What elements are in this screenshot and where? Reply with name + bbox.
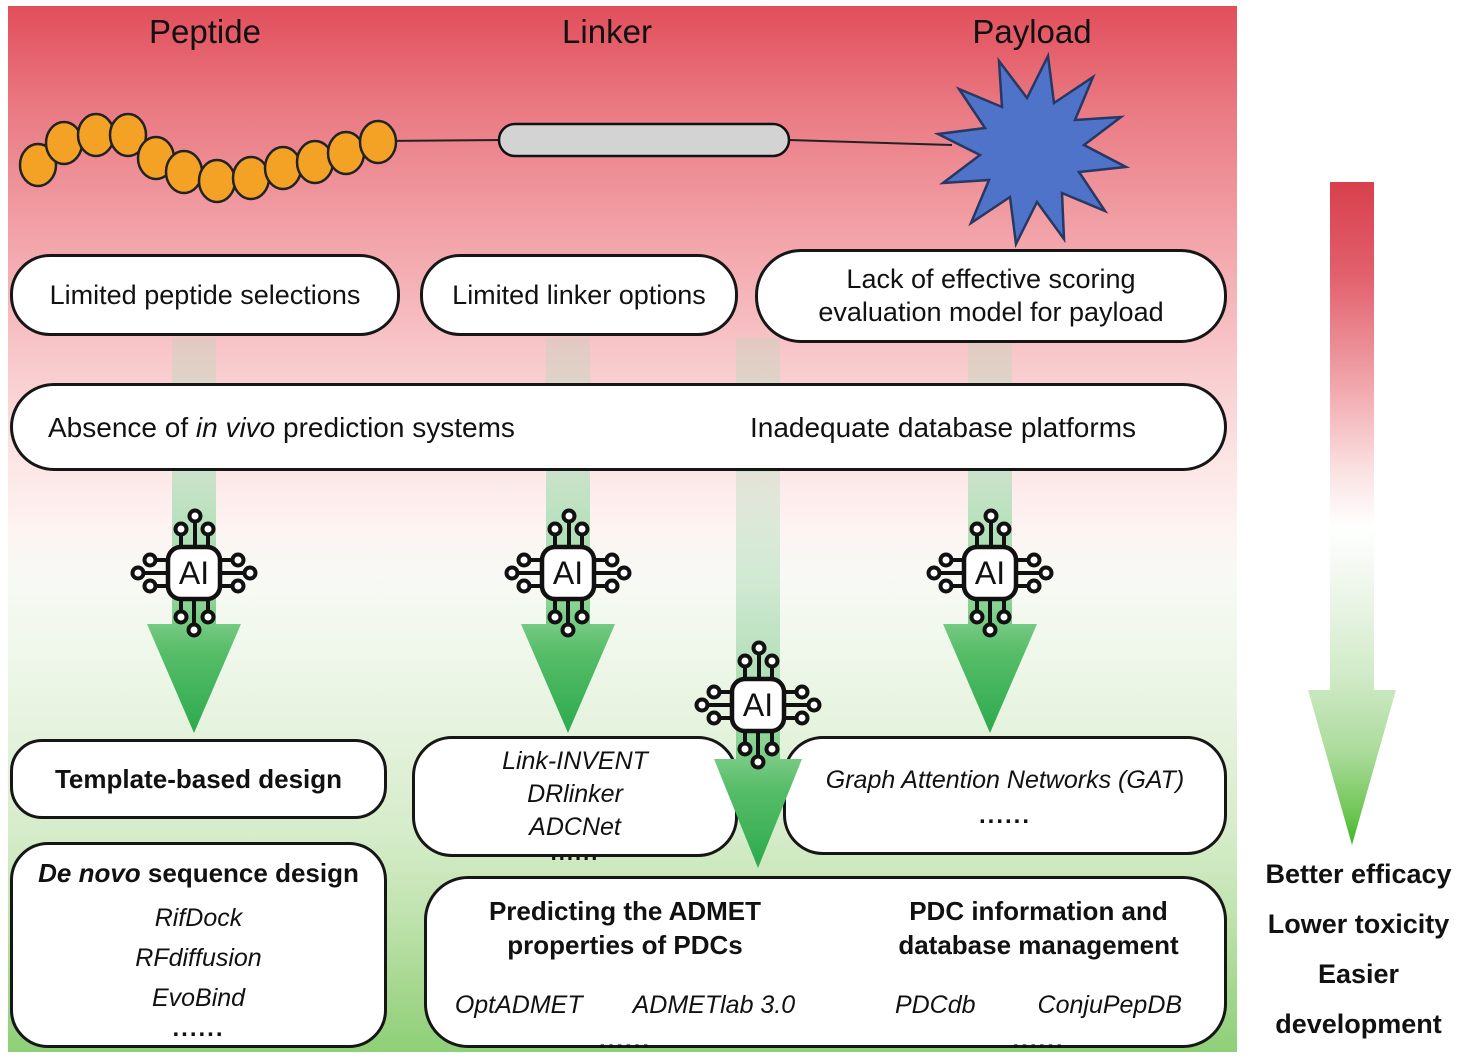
outcome-lower-toxicity: Lower toxicity <box>1267 909 1450 939</box>
pdc-db-column: PDC information and database management … <box>823 879 1224 1053</box>
tool-link-invent: Link-INVENT <box>502 747 648 775</box>
ellipsis: ...... <box>1012 1027 1065 1054</box>
admet-title-line1: Predicting the ADMET <box>488 896 762 926</box>
tool-admetlab: ADMETlab 3.0 <box>632 991 796 1019</box>
tool-evobind: EvoBind <box>151 984 246 1012</box>
solution-box-template: Template-based design <box>10 739 387 819</box>
outcomes-list: Better efficacy Lower toxicity Easier de… <box>1237 849 1480 1049</box>
pdc-title-line1: PDC information and <box>909 896 1168 926</box>
linker-capsule-icon <box>497 122 791 158</box>
linker-label: Linker <box>562 13 652 50</box>
ellipsis: ...... <box>598 1027 651 1054</box>
solution-box-linker-tools: Link-INVENT DRlinker ADCNet ...... <box>412 736 738 864</box>
admet-column: Predicting the ADMET properties of PDCs … <box>427 879 823 1053</box>
tool-optadmet: OptADMET <box>454 991 583 1019</box>
database-problem-text: Inadequate database platforms <box>749 411 1137 443</box>
svg-text:AI: AI <box>179 555 209 591</box>
ai-chip-icon: AI <box>697 643 820 768</box>
ellipsis: ...... <box>978 802 1031 829</box>
svg-text:AI: AI <box>553 555 583 591</box>
problem-box-linker: Limited linker options <box>420 254 738 336</box>
tool-drlinker: DRlinker <box>527 780 623 808</box>
problem-box-payload: Lack of effective scoring evaluation mod… <box>755 249 1227 343</box>
solution-box-gat: Graph Attention Networks (GAT) ...... <box>783 736 1227 855</box>
ai-chip-icon: AI <box>133 511 256 636</box>
ai-chip-icon: AI <box>929 511 1052 636</box>
denovo-title: De novo sequence design <box>38 858 359 888</box>
solution-box-admet-pdc: Predicting the ADMET properties of PDCs … <box>424 876 1227 1053</box>
outcome-easier-development: Easier development <box>1275 959 1442 1039</box>
tool-pdcdb: PDCdb <box>894 991 976 1019</box>
payload-star-icon <box>933 51 1131 249</box>
tool-rfdiffusion: RFdiffusion <box>135 944 262 972</box>
outcome-better-efficacy: Better efficacy <box>1265 859 1452 889</box>
payload-label: Payload <box>972 13 1092 50</box>
problem-box-peptide: Limited peptide selections <box>10 254 400 336</box>
admet-tools: OptADMET ADMETlab 3.0 <box>455 992 795 1018</box>
peptide-linker-connector <box>377 139 503 142</box>
linker-payload-connector <box>788 139 953 146</box>
solution-box-denovo: De novo sequence design RifDock RFdiffus… <box>10 842 387 1048</box>
admet-title-line2: properties of PDCs <box>507 930 743 960</box>
tool-adcnet: ADCNet <box>529 813 621 841</box>
tool-rifdock: RifDock <box>154 904 243 932</box>
problem-box-wide: Absence of in vivo prediction systems In… <box>10 383 1227 471</box>
ellipsis: ...... <box>550 840 600 865</box>
gat-model: Graph Attention Networks (GAT) <box>825 766 1185 794</box>
pdc-tools: PDCdb ConjuPepDB <box>895 992 1182 1018</box>
invivo-problem-text: Absence of in vivo prediction systems <box>48 411 515 443</box>
svg-text:AI: AI <box>975 555 1005 591</box>
svg-text:AI: AI <box>743 687 773 723</box>
tool-conjupepdb: ConjuPepDB <box>1037 991 1183 1019</box>
ellipsis: ...... <box>172 1015 225 1042</box>
ai-chip-icon: AI <box>507 511 630 636</box>
peptide-label: Peptide <box>149 13 261 50</box>
peptide-chain-icon <box>18 112 398 204</box>
outcome-arrow <box>1308 182 1396 845</box>
pdc-title-line2: database management <box>898 930 1179 960</box>
